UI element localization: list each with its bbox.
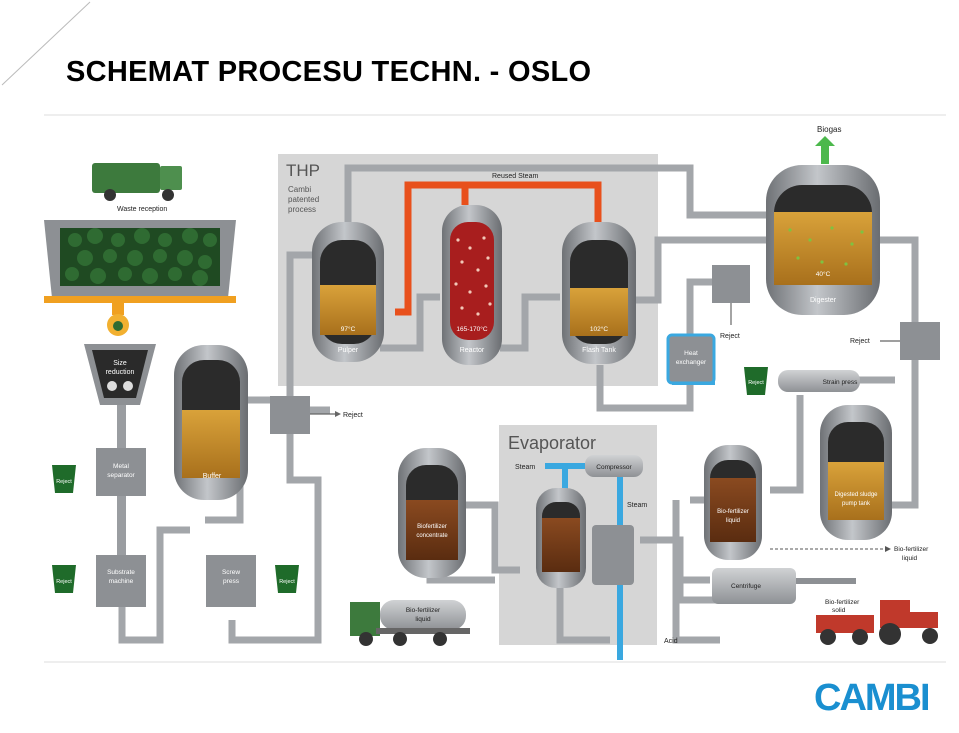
biofert-tank-label-1: Bio-fertilizer	[717, 509, 749, 515]
biofertilizer-liquid-tank: Bio-fertilizer liquid	[704, 445, 762, 560]
thp-subtitle-1: Cambi	[288, 185, 311, 194]
pulper-temp: 97°C	[341, 325, 356, 333]
truck-label-1: Bio-fertilizer	[406, 607, 441, 614]
biofert-liquid-out-2: liquid	[902, 555, 918, 562]
digester-tank: 40°C Digester	[766, 165, 880, 315]
acid-label: Acid	[664, 638, 678, 645]
reject-bin-3: Reject	[275, 565, 299, 593]
digester-label: Digester	[810, 297, 837, 304]
cambi-logo-text: CAMBI	[814, 677, 929, 716]
substrate-label-1: Substrate	[107, 569, 135, 576]
substrate-machine: Substrate machine	[96, 555, 146, 607]
reactor-label: Reactor	[460, 347, 485, 354]
metal-separator-label-2: separator	[107, 472, 135, 479]
evaporator-title: Evaporator	[508, 433, 596, 453]
strain-press-label: Strain press	[823, 379, 858, 386]
size-reduction-hopper: Size reduction	[84, 344, 156, 405]
flash-tank-label: Flash Tank	[582, 347, 616, 354]
reject-bin-1: Reject	[52, 465, 76, 493]
reused-steam-label: Reused Steam	[492, 173, 538, 180]
buffer-label: Buffer	[203, 473, 222, 480]
evaporator-tank	[536, 488, 586, 588]
waste-bunker	[44, 220, 236, 315]
buffer-tank: Buffer	[174, 345, 248, 500]
digested-label-2: pump tank	[842, 501, 871, 507]
biofert-tank-label-2: liquid	[726, 518, 740, 524]
reject-unit-3	[900, 322, 940, 360]
compressor-label: Compressor	[596, 464, 632, 471]
digested-sludge-tank: Digested sludge pump tank	[820, 405, 892, 540]
condenser-unit	[592, 525, 634, 585]
svg-text:Reject: Reject	[748, 380, 764, 386]
reject-unit-1	[270, 396, 310, 434]
flash-tank: 102°C Flash Tank	[562, 222, 636, 364]
heat-exchanger-label-2: exchanger	[676, 359, 707, 366]
flash-temp: 102°C	[590, 325, 608, 333]
biofertilizer-concentrate-tank: Biofertilizer concentrate	[398, 448, 466, 578]
thp-title: THP	[286, 161, 320, 180]
reject-label-2: Reject	[720, 333, 740, 340]
compressor: Compressor	[585, 455, 643, 477]
size-reduction-label-1: Size	[113, 360, 127, 367]
tractor	[816, 600, 938, 645]
waste-truck	[92, 163, 182, 201]
heat-exchanger-label-1: Heat	[684, 350, 698, 357]
cambi-logo: CAMBI	[814, 677, 931, 716]
reject-bin-4: Reject	[744, 367, 768, 395]
digester-temp: 40°C	[816, 270, 831, 278]
biofert-liquid-out-1: Bio-fertilizer	[894, 546, 929, 553]
reactor-tank: 165-170°C Reactor	[442, 205, 502, 365]
biofertilizer-truck: Bio-fertilizer liquid	[350, 600, 470, 646]
reject-label-3: Reject	[850, 338, 870, 345]
centrifuge-label: Centrifuge	[731, 583, 761, 590]
steam-label-2: Steam	[627, 502, 647, 509]
reject-label-1: Reject	[343, 412, 363, 419]
grab-crane	[107, 314, 129, 336]
thp-subtitle-2: patented	[288, 195, 319, 204]
metal-separator-label-1: Metal	[113, 463, 129, 470]
centrifuge: Centrifuge	[712, 568, 856, 604]
biofert-conc-label-1: Biofertilizer	[417, 524, 447, 530]
pulper-tank: 97°C Pulper	[312, 222, 384, 362]
strain-press: Strain press	[778, 370, 860, 392]
svg-text:Reject: Reject	[56, 479, 72, 485]
screw-press-label-2: press	[223, 578, 240, 585]
reused-steam-pipes	[395, 181, 602, 316]
truck-label-2: liquid	[415, 616, 431, 623]
biofert-solid-2: solid	[832, 607, 846, 614]
steam-label-1: Steam	[515, 464, 535, 471]
biogas-arrow	[815, 136, 835, 164]
biogas-label: Biogas	[817, 125, 841, 134]
slide-title: SCHEMAT PROCESU TECHN. - OSLO	[66, 56, 592, 88]
screw-press-label-1: Screw	[222, 569, 240, 576]
metal-separator: Metal separator	[96, 448, 146, 496]
reactor-temp: 165-170°C	[456, 325, 487, 333]
biofert-solid-1: Bio-fertilizer	[825, 599, 860, 606]
substrate-label-2: machine	[109, 578, 134, 585]
biofert-conc-label-2: concentrate	[416, 533, 448, 539]
svg-text:Reject: Reject	[279, 579, 295, 585]
heat-exchanger: Heat exchanger	[666, 333, 716, 385]
waste-reception-label: Waste reception	[117, 206, 167, 213]
pulper-label: Pulper	[338, 347, 359, 354]
svg-text:Reject: Reject	[56, 579, 72, 585]
digested-label-1: Digested sludge	[834, 492, 878, 498]
thp-subtitle-3: process	[288, 205, 316, 214]
size-reduction-label-2: reduction	[106, 369, 135, 376]
reject-unit-2	[712, 265, 750, 303]
screw-press: Screw press	[206, 555, 256, 607]
corner-decoration	[1, 1, 91, 86]
reject-bin-2: Reject	[52, 565, 76, 593]
